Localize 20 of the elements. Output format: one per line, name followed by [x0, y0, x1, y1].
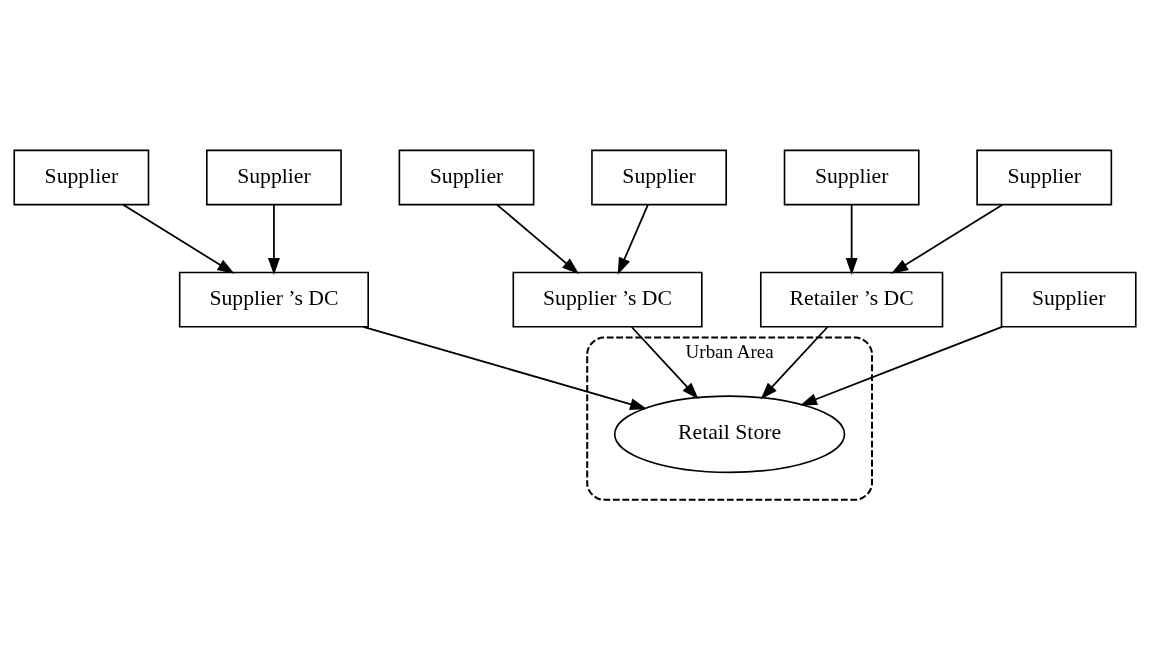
arrow: [362, 325, 648, 410]
arrow: [496, 203, 580, 274]
node-box: Supplier: [783, 149, 920, 205]
node-box: Supplier: [976, 149, 1113, 205]
node-box: Supplier: [1000, 271, 1137, 328]
node-box: Supplier: [206, 149, 342, 205]
arrow: [800, 325, 1003, 405]
arrow: [845, 203, 858, 275]
arrow: [891, 203, 1004, 274]
arrow: [267, 203, 280, 275]
node-box: Supplier: [398, 149, 535, 205]
node-box: Supplier ’s DC: [178, 271, 369, 328]
arrow: [630, 325, 699, 399]
arrow: [760, 325, 829, 399]
node-box: Supplier: [591, 149, 728, 205]
arrow: [122, 203, 235, 274]
arrow: [617, 203, 649, 275]
node-box: Retailer ’s DC: [759, 271, 944, 328]
node-box: Supplier ’s DC: [512, 271, 703, 328]
node-box: Supplier: [13, 149, 150, 205]
